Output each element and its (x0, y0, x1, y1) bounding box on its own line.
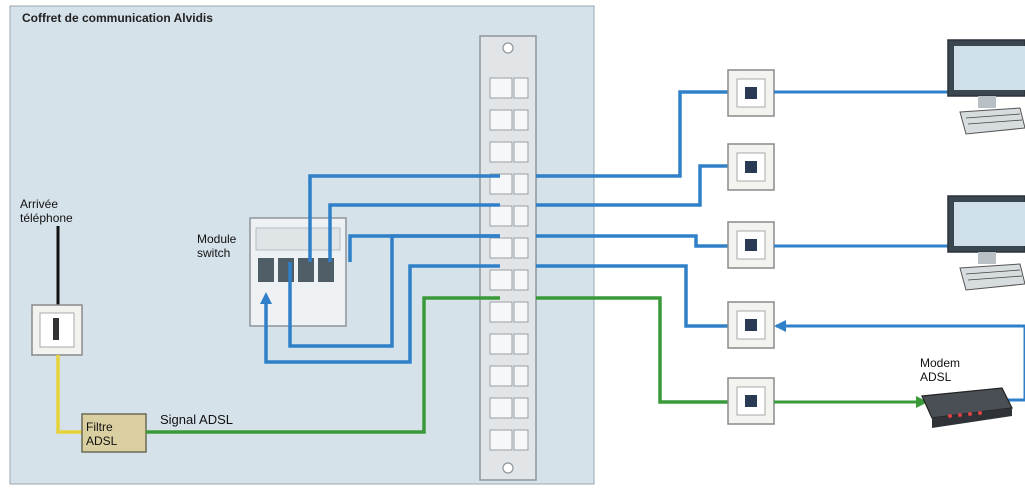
wall-socket-icon (727, 143, 775, 191)
patch-panel (479, 35, 537, 481)
wall-socket-icon (727, 377, 775, 425)
modem-label-line1: Modem (920, 356, 961, 370)
phone-cable (56, 355, 82, 434)
modem-label-line2: ADSL (920, 370, 952, 384)
phone-arrival-line1: Arrivée (20, 197, 59, 211)
wall-socket-icon (727, 69, 775, 117)
computer-icon (947, 195, 1025, 291)
wall-socket-icon (727, 221, 775, 269)
computer-icon (947, 39, 1025, 135)
cabinet-title: Coffret de communication Alvidis (22, 11, 213, 25)
device-cables (774, 90, 1025, 400)
phone-socket (31, 304, 83, 356)
ethernet-cables-external (536, 90, 728, 328)
socket-arrow (774, 320, 786, 332)
adsl-cable-internal (146, 296, 500, 434)
adsl-filter-line2: ADSL (86, 434, 118, 448)
modem-arrow (916, 396, 928, 408)
modem-label: Modem ADSL (920, 356, 960, 384)
switch-module-line1: Module (197, 232, 237, 246)
adsl-signal-label: Signal ADSL (160, 412, 233, 427)
ethernet-cables-internal (264, 174, 500, 364)
phone-arrival-line2: téléphone (20, 211, 73, 225)
wall-socket-icon (727, 301, 775, 349)
adsl-filter (81, 413, 147, 453)
switch-module-label: Module switch (197, 232, 236, 260)
switch-arrow (260, 292, 272, 304)
switch-module-line2: switch (197, 246, 231, 260)
modem-icon (921, 387, 1013, 428)
adsl-filter-label: Filtre ADSL (86, 420, 117, 448)
phone-arrival-label: Arrivée téléphone (20, 197, 73, 225)
adsl-cable-external (536, 296, 728, 404)
adsl-filter-line1: Filtre (86, 420, 113, 434)
